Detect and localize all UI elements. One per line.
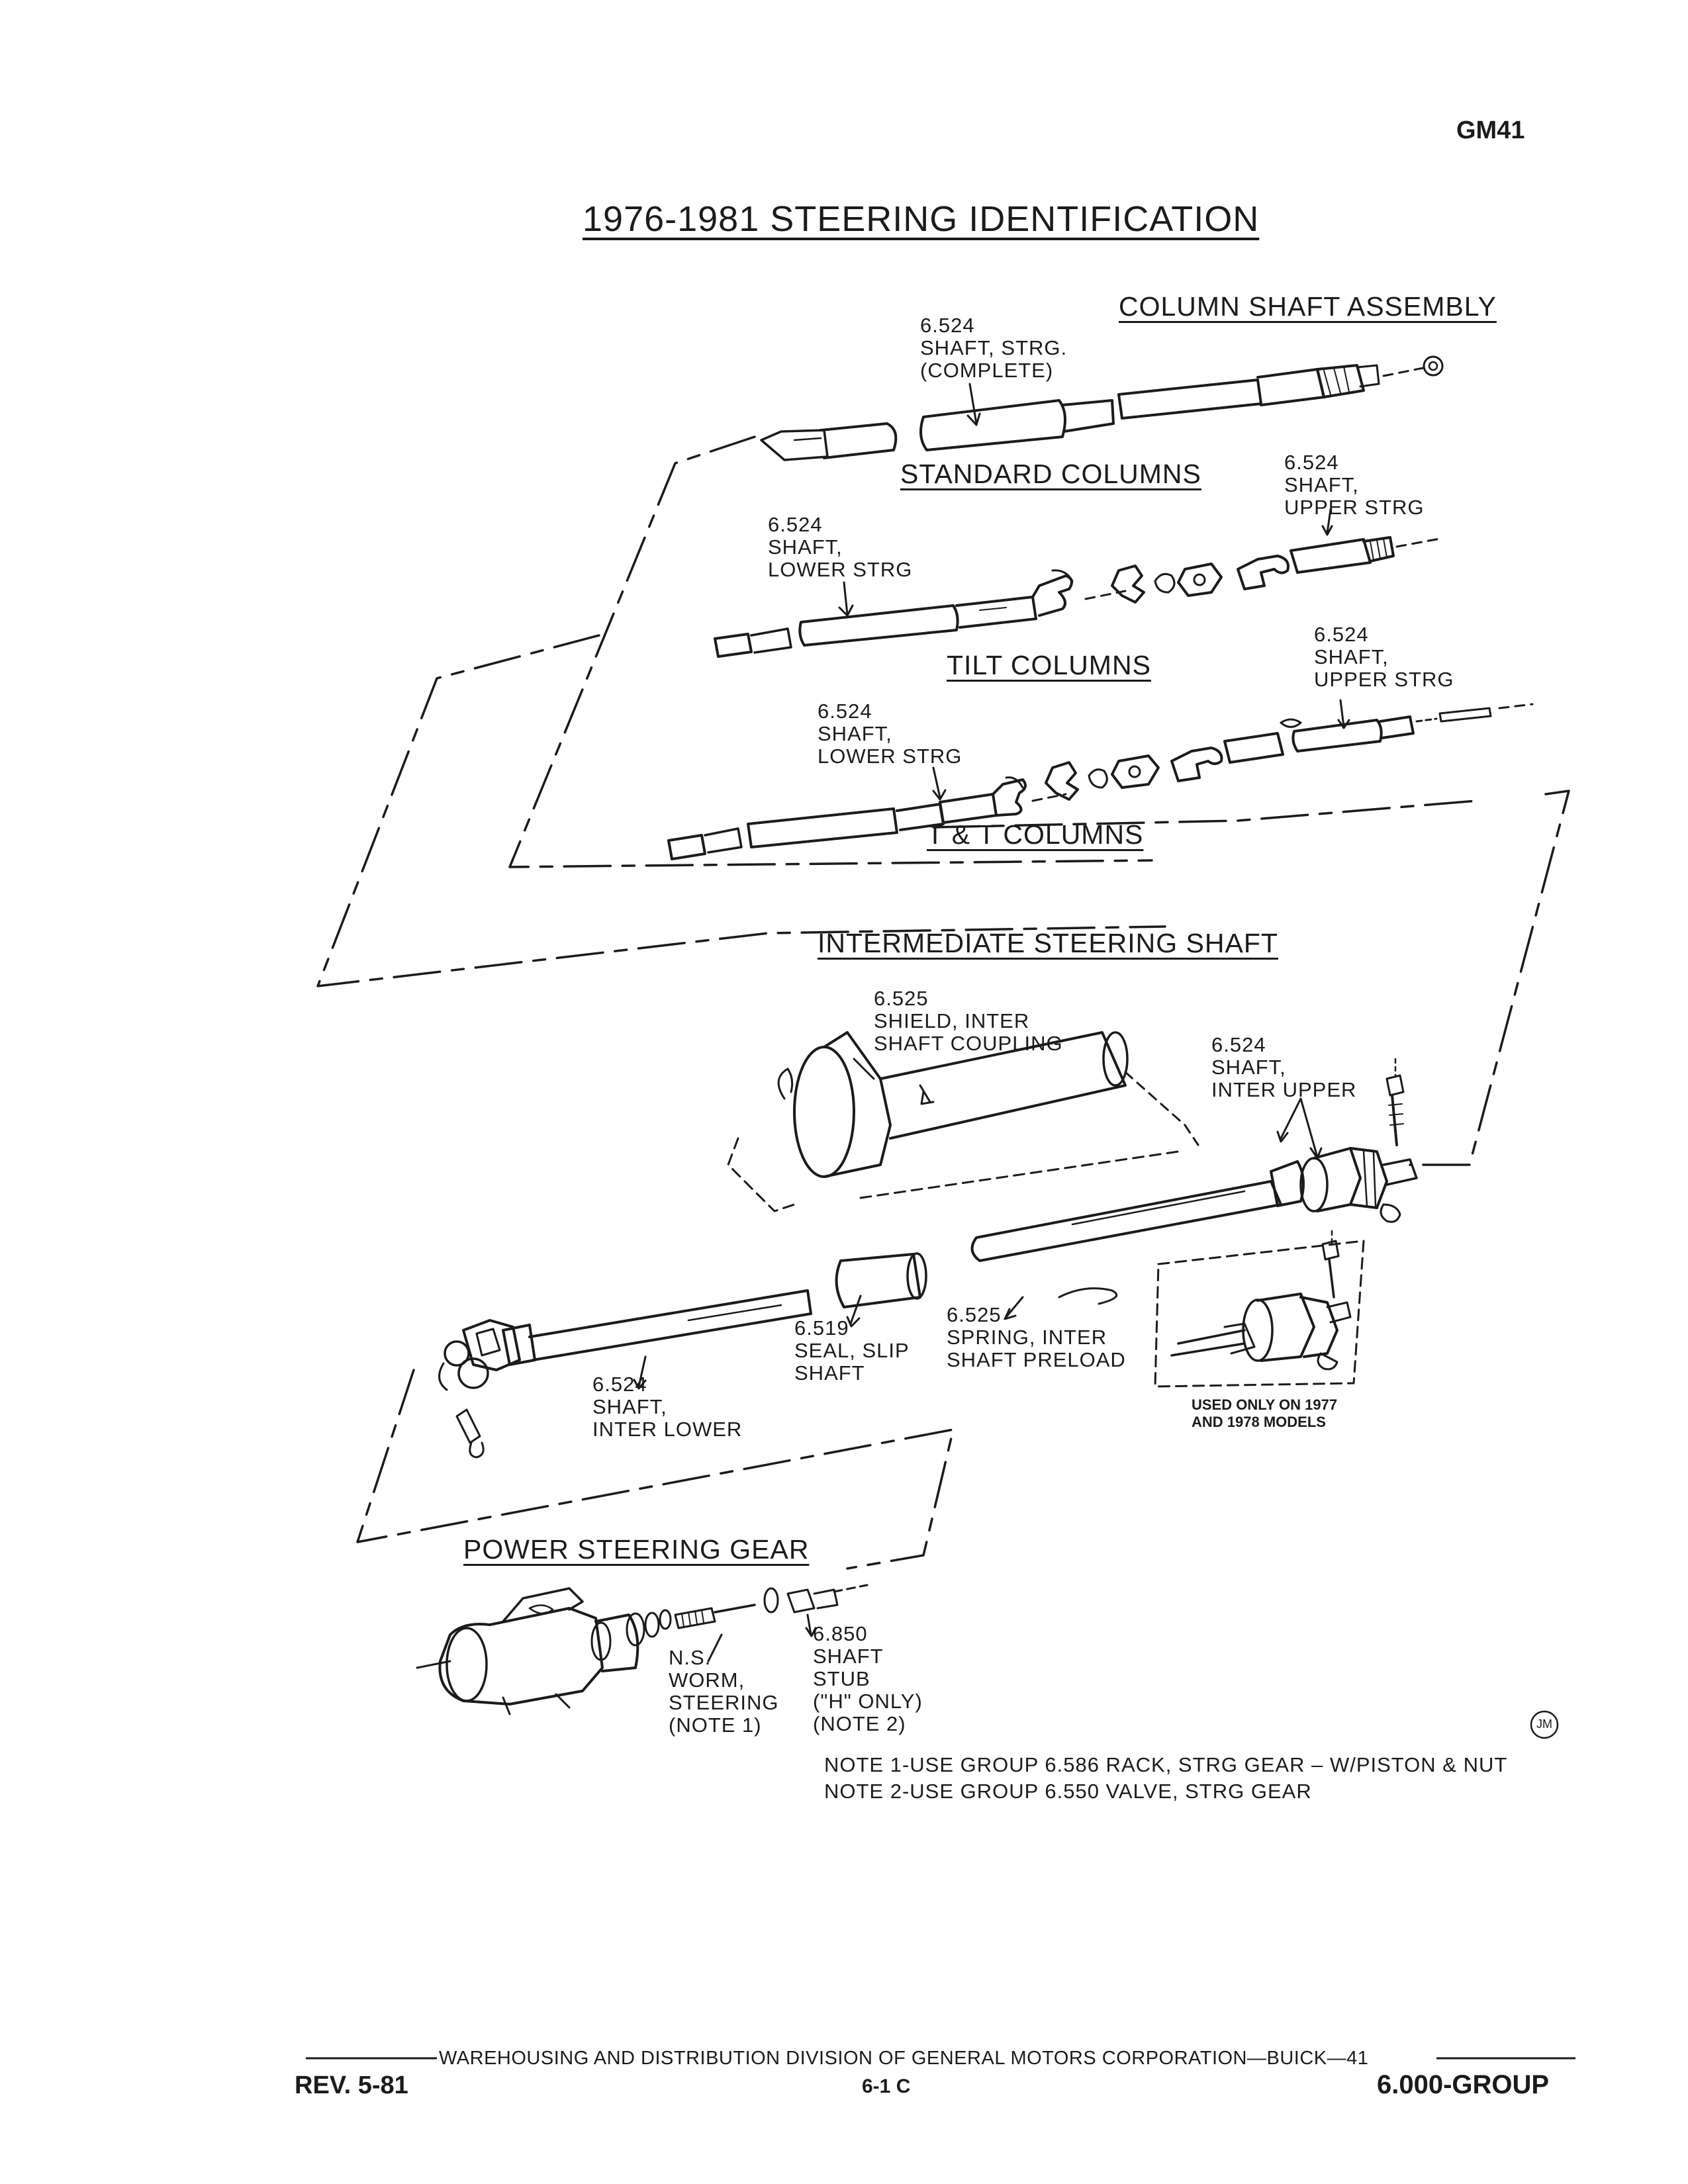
page-title: 1976-1981 STEERING IDENTIFICATION: [583, 199, 1260, 239]
seal-slip-shaft-art: [835, 1252, 927, 1328]
callout-std-upper: 6.524 SHAFT, UPPER STRG: [1284, 451, 1425, 519]
callout-stub: 6.850 SHAFT STUB ("H" ONLY) (NOTE 2): [813, 1622, 923, 1735]
column-shaft-assembly-art: [760, 355, 1444, 461]
section-standard-columns: STANDARD COLUMNS: [900, 459, 1201, 489]
callout-inter-upper: 6.524 SHAFT, INTER UPPER: [1211, 1033, 1357, 1101]
note-2: NOTE 2-USE GROUP 6.550 VALVE, STRG GEAR: [824, 1780, 1312, 1803]
artist-mark: JM: [1536, 1717, 1552, 1731]
artist-mark-circle: [1530, 1710, 1559, 1739]
callout-seal: 6.519 SEAL, SLIP SHAFT: [794, 1316, 910, 1385]
inter-lower-shaft-art: [438, 1289, 1024, 1459]
callout-inter-lower: 6.524 SHAFT, INTER LOWER: [592, 1373, 743, 1441]
section-power-steering-gear: POWER STEERING GEAR: [463, 1534, 810, 1565]
footer-group: 6.000-GROUP: [1377, 2070, 1550, 2099]
callout-used-only: USED ONLY ON 1977 AND 1978 MODELS: [1192, 1396, 1338, 1430]
footer-rev: REV. 5-81: [295, 2071, 408, 2099]
footer-page: 6-1 C: [862, 2075, 911, 2097]
tilt-columns-art: [667, 699, 1534, 860]
standard-columns-art: [714, 508, 1441, 658]
inset-1977-1978-art: [1154, 1230, 1365, 1388]
shield-coupling-art: [727, 1031, 1199, 1212]
page-code: GM41: [1456, 116, 1525, 144]
note-1: NOTE 1-USE GROUP 6.586 RACK, STRG GEAR –…: [824, 1753, 1508, 1776]
section-tilt-columns: TILT COLUMNS: [947, 650, 1151, 680]
callout-tilt-lower: 6.524 SHAFT, LOWER STRG: [818, 700, 962, 768]
section-intermediate-steering-shaft: INTERMEDIATE STEERING SHAFT: [818, 928, 1278, 958]
callout-std-lower: 6.524 SHAFT, LOWER STRG: [768, 513, 913, 581]
section-column-shaft-assembly: COLUMN SHAFT ASSEMBLY: [1119, 291, 1497, 322]
callout-spring: 6.525 SPRING, INTER SHAFT PRELOAD: [947, 1303, 1126, 1371]
inter-upper-shaft-art: [970, 1058, 1418, 1305]
callout-worm: N.S. WORM, STEERING (NOTE 1): [669, 1646, 779, 1737]
power-steering-gear-art: [416, 1584, 868, 1715]
callout-shield: 6.525 SHIELD, INTER SHAFT COUPLING: [874, 987, 1063, 1055]
section-tt-columns: T & T COLUMNS: [927, 819, 1144, 850]
callout-shaft-complete: 6.524 SHAFT, STRG. (COMPLETE): [920, 314, 1068, 382]
footer-line: WAREHOUSING AND DISTRIBUTION DIVISION OF…: [439, 2048, 1369, 2069]
callout-tilt-upper: 6.524 SHAFT, UPPER STRG: [1314, 623, 1454, 691]
dashed-frame-lines: [316, 435, 1570, 1570]
